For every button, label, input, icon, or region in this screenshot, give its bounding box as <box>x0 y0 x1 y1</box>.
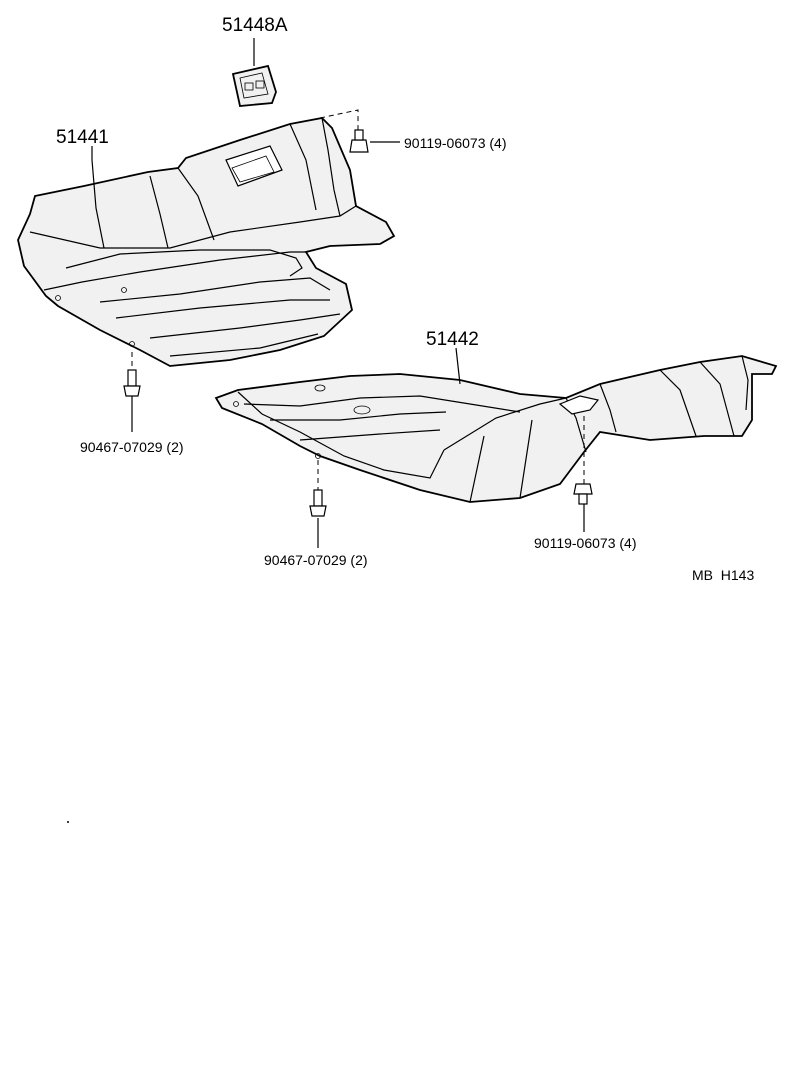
label-bolt-right: 90119-06073 (4) <box>534 535 636 551</box>
leader-lines <box>91 38 585 548</box>
label-front-cover: 51441 <box>56 127 109 148</box>
label-bolt-mid: 90467-07029 (2) <box>264 552 368 568</box>
rear-cover-part-51442 <box>214 355 778 503</box>
label-bolt-top: 90119-06073 (4) <box>404 135 506 151</box>
front-cover-part-51441 <box>17 117 396 367</box>
label-rear-cover: 51442 <box>426 329 479 350</box>
bolt-90467-mid-icon <box>309 460 327 517</box>
bolt-90467-left-icon <box>123 352 141 397</box>
label-bolt-left: 90467-07029 (2) <box>80 439 184 455</box>
bolt-90119-right-icon <box>573 416 593 505</box>
scan-speck <box>67 821 69 823</box>
clip-part-51448a <box>231 64 277 107</box>
drawing-code: MB H143 <box>692 567 754 583</box>
label-clip: 51448A <box>222 15 288 36</box>
bolt-90119-top-icon <box>319 109 369 153</box>
